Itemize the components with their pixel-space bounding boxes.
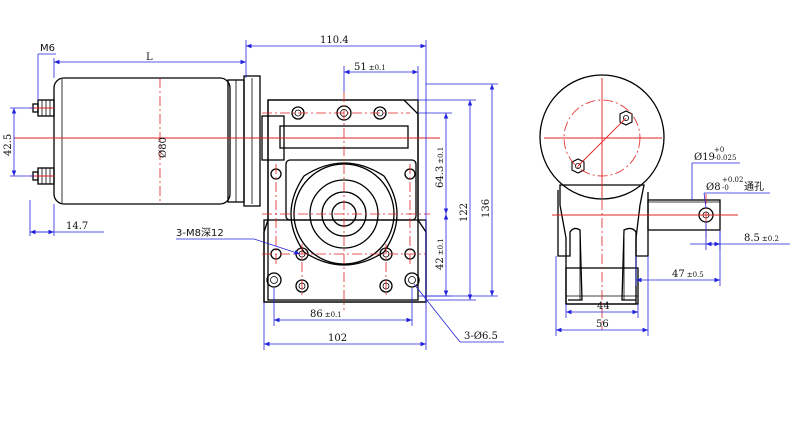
dim-base-width: 102 — [263, 302, 427, 350]
svg-text:Ø19: Ø19 — [694, 152, 715, 163]
through-holes-label: 3-Ø6.5 — [464, 331, 498, 342]
svg-text:42±0.1: 42±0.1 — [435, 238, 446, 270]
dim-shaft-diameter: Ø19 +0 -0.025 — [691, 146, 740, 200]
dim-height-122: 122 — [418, 99, 476, 301]
cross-hole-note: 通孔 — [744, 181, 764, 193]
shaft-diameter-label: Ø19 — [694, 152, 715, 163]
svg-text:51±0.1: 51±0.1 — [354, 62, 386, 73]
base-width-label: 102 — [328, 333, 347, 344]
svg-text:+0: +0 — [714, 146, 724, 154]
svg-text:64.3±0.1: 64.3±0.1 — [435, 147, 446, 188]
bolt-spacing-top-label: 51 — [354, 62, 367, 73]
shaft-length-label: 47 — [672, 269, 685, 280]
terminal-spacing-label: 42.5 — [3, 134, 14, 156]
svg-text:86±0.1: 86±0.1 — [310, 309, 342, 320]
dim-side-width-44: 44 — [565, 301, 639, 318]
tapped-holes-label: 3-M8深12 — [176, 227, 224, 239]
overall-width-label: 110.4 — [320, 35, 349, 46]
svg-text:+0.02: +0.02 — [722, 176, 743, 184]
dim-bolt-spacing-top: 51±0.1 — [343, 62, 419, 100]
dim-terminal-offset: 14.7 — [29, 200, 104, 236]
dim-length: L — [53, 40, 247, 78]
side-width-56-label: 56 — [596, 319, 609, 330]
dim-height-136: 136 — [426, 83, 498, 297]
dim-terminal-spacing: 42.5 — [3, 107, 34, 177]
svg-text:Ø8: Ø8 — [706, 182, 721, 193]
motor-body — [53, 75, 261, 207]
dim-vertical-643: 64.3±0.1 — [418, 112, 452, 214]
svg-text:8.5±0.2: 8.5±0.2 — [744, 233, 779, 244]
motor-diameter-label: Ø80 — [158, 137, 169, 158]
length-label: L — [146, 52, 153, 63]
thread-label: M6 — [40, 43, 55, 54]
bolt-spacing-bottom-label: 86 — [310, 309, 323, 320]
dim-shaft-length: 47±0.5 — [635, 230, 721, 286]
svg-text:-0.025: -0.025 — [714, 154, 736, 162]
svg-text:47±0.5: 47±0.5 — [672, 269, 704, 280]
dim-bolt-spacing-bottom: 86±0.1 — [273, 288, 413, 326]
dim-tapped-holes: 3-M8深12 — [176, 227, 301, 255]
dim-through-holes: 3-Ø6.5 — [413, 283, 504, 343]
vertical-42-label: 42 — [435, 257, 446, 270]
height-122-label: 122 — [459, 203, 470, 222]
dim-motor-diameter: Ø80 — [158, 137, 169, 158]
svg-text:-0: -0 — [722, 184, 729, 192]
side-view-body — [539, 74, 721, 305]
dim-hole-offset: 8.5±0.2 — [690, 222, 790, 250]
terminal-offset-label: 14.7 — [66, 221, 88, 232]
height-136-label: 136 — [481, 199, 492, 218]
dim-side-width-56: 56 — [555, 256, 649, 336]
hole-offset-label: 8.5 — [744, 233, 760, 244]
cross-hole-label: Ø8 — [706, 182, 721, 193]
centerlines-front — [14, 78, 440, 310]
dim-vertical-42: 42±0.1 — [418, 214, 452, 297]
dim-cross-hole: Ø8 +0.02 -0 通孔 — [703, 176, 770, 209]
centerlines-side — [544, 78, 738, 330]
vertical-643-label: 64.3 — [435, 166, 446, 188]
side-width-44-label: 44 — [597, 301, 610, 312]
dim-thread: M6 — [37, 43, 56, 100]
dim-overall-width: 110.4 — [246, 35, 427, 302]
